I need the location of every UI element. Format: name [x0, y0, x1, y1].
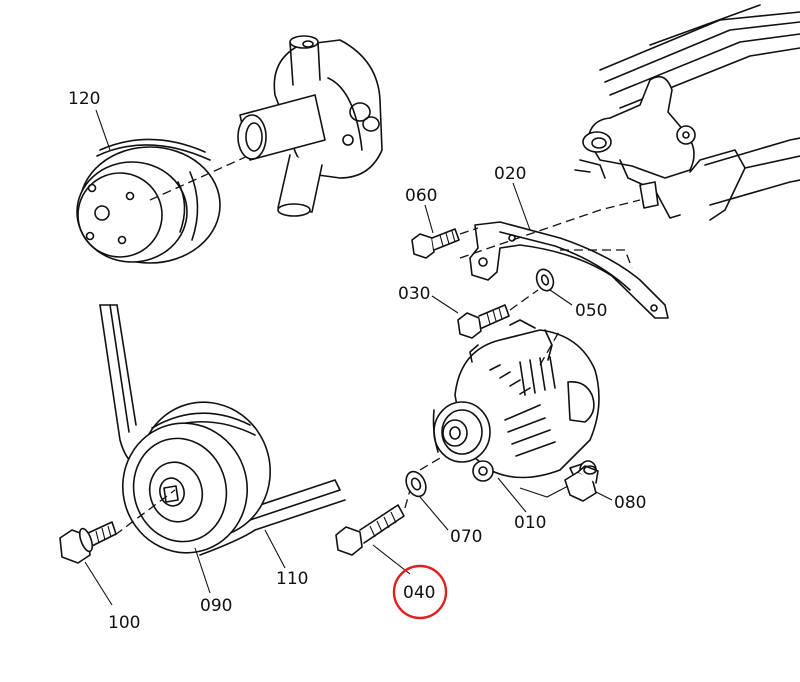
part-label-110[interactable]: 110 — [276, 569, 308, 589]
part-label-040[interactable]: 040 — [403, 583, 435, 603]
leader-010 — [497, 477, 527, 513]
part-label-010[interactable]: 010 — [514, 513, 546, 533]
bracket-adjust-line — [560, 249, 633, 269]
leader-060 — [549, 289, 573, 306]
leader-100 — [84, 561, 113, 606]
bolt-040-drawing — [335, 504, 405, 556]
part-label-080[interactable]: 080 — [614, 493, 646, 513]
washer-050-drawing — [405, 470, 427, 498]
part-label-120[interactable]: 120 — [68, 89, 100, 109]
fan-pulley-drawing — [76, 138, 221, 264]
leader-040 — [372, 544, 411, 575]
engine-block-drawing — [574, 4, 800, 221]
terminal-cap-080-drawing — [564, 465, 599, 502]
leader-020 — [512, 182, 531, 231]
leader-030 — [431, 295, 459, 314]
washer-060-drawing — [535, 268, 555, 292]
alternator-mount-axis — [419, 457, 441, 471]
fan-pulley-axis — [149, 154, 251, 201]
bolt-030-drawing — [457, 304, 510, 339]
part-label-050[interactable]: 070 — [450, 527, 482, 547]
part-label-030[interactable]: 030 — [398, 284, 430, 304]
bolt-070-axis — [459, 227, 479, 235]
crankshaft-pulley-drawing — [121, 401, 272, 554]
leader-080 — [595, 491, 613, 501]
crankshaft-axis — [114, 489, 176, 536]
leader-050 — [419, 496, 449, 531]
alternator-drawing — [432, 319, 600, 486]
bolt-040-axis — [404, 489, 411, 509]
alternator-axis — [539, 329, 561, 366]
leader-120 — [95, 109, 111, 151]
highlight-circle — [392, 564, 448, 620]
part-label-100[interactable]: 100 — [108, 613, 140, 633]
bolt-030-axis — [509, 289, 539, 311]
water-pump-drawing — [237, 35, 383, 217]
leader-110 — [264, 529, 286, 569]
leader-070 — [424, 204, 434, 234]
bolt-070-drawing — [411, 228, 460, 259]
pulley-bolt-100-drawing — [59, 521, 117, 564]
bracket-mount-line — [459, 199, 641, 259]
leader-010-b — [519, 484, 571, 498]
leader-090 — [194, 547, 211, 594]
part-label-070[interactable]: 060 — [405, 186, 437, 206]
part-label-020[interactable]: 020 — [494, 164, 526, 184]
part-label-060[interactable]: 050 — [575, 301, 607, 321]
part-label-090[interactable]: 090 — [200, 596, 232, 616]
